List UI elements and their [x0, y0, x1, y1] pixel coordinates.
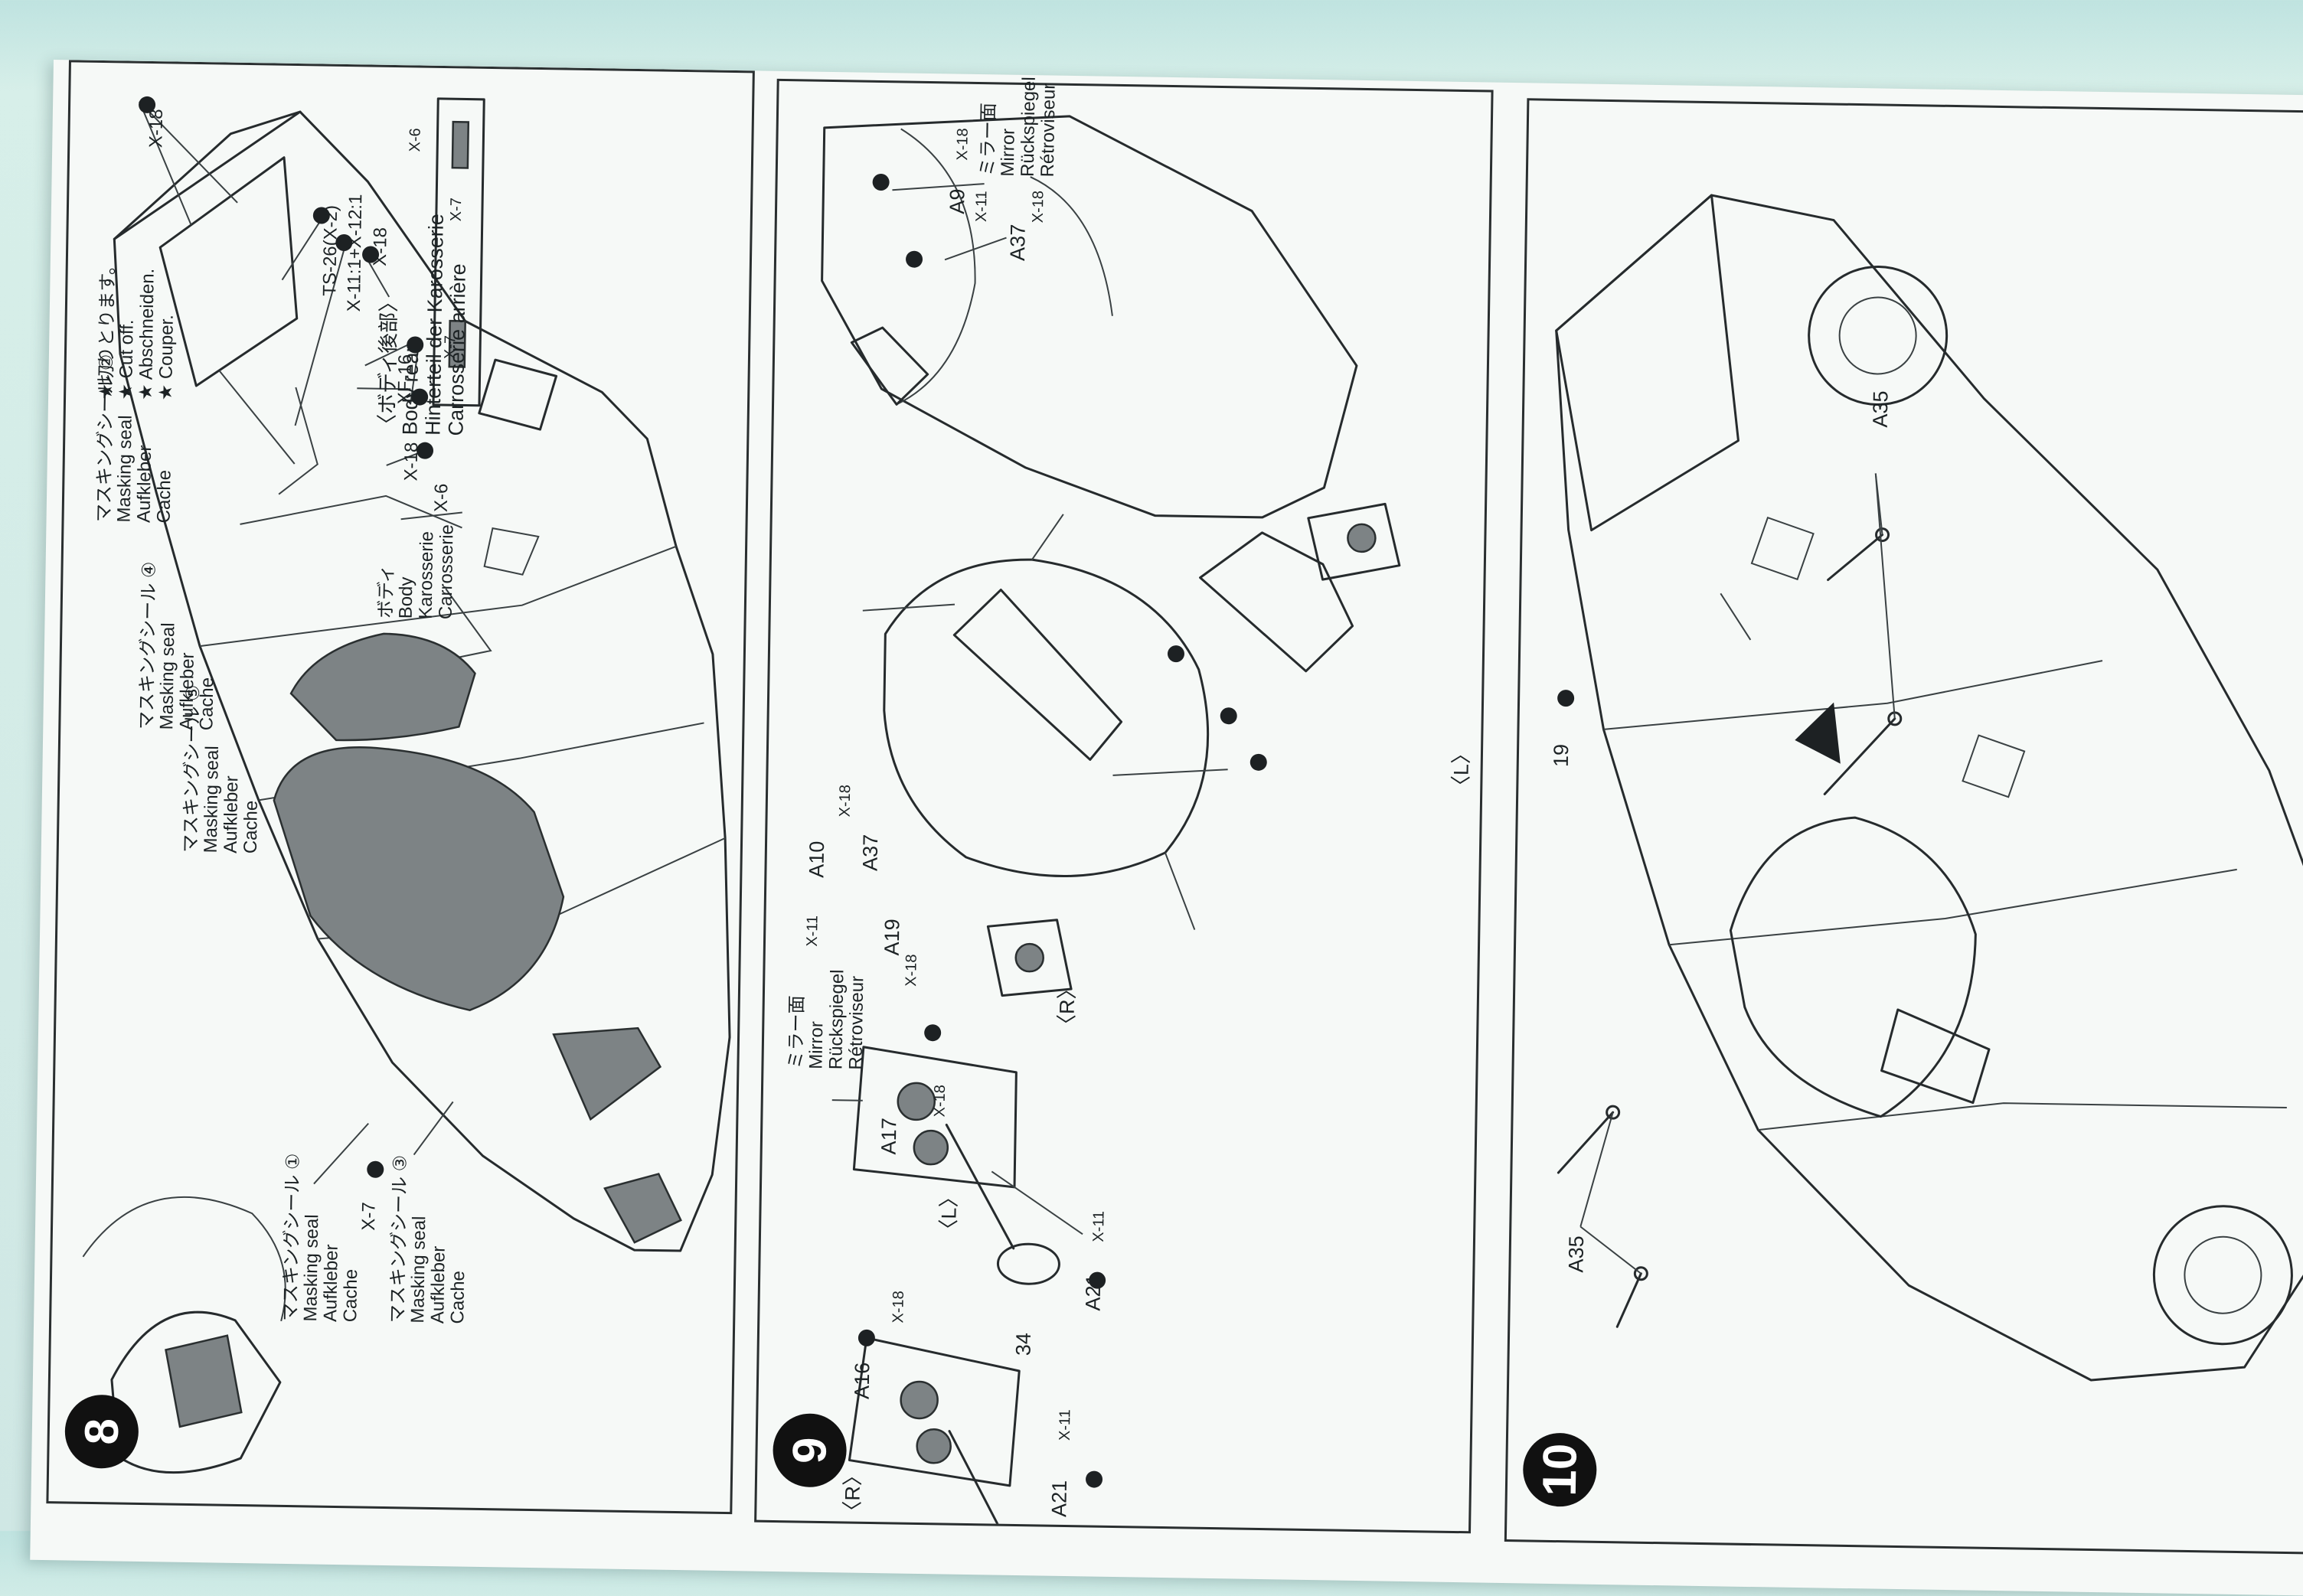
part-number-34: 34	[1011, 1332, 1036, 1356]
masking-seal-5-caption: マスキングシール ⑤ Masking seal Aufkleber Cache	[180, 684, 262, 854]
part-label-a35: A35	[1868, 390, 1893, 428]
part-label-a21: A21	[1047, 1480, 1072, 1518]
paint-label: X-18	[836, 784, 854, 818]
step-8-panel: 8 X-18 TS-26(X-2) X-11:1+X-12:1 X-18 〈ボデ…	[46, 60, 755, 1515]
paint-label: X-11	[1056, 1409, 1074, 1441]
paint-label: X-18	[400, 442, 423, 481]
body-rear-caption: 〈ボディ後部〉 Body rear Hinterteil der Karosse…	[375, 214, 470, 436]
paint-label: X-7	[447, 197, 466, 222]
part-label-a37: A37	[858, 834, 883, 872]
step-10-panel: 10 A35 A35 19	[1504, 98, 2303, 1555]
part-label-a10: A10	[805, 840, 829, 879]
paint-label: X-18	[931, 1084, 949, 1118]
step-9-panel: 9 A9 X-18 X-11 ミラー面 Mirror Rückspiegel R…	[754, 77, 1494, 1534]
side-label-right: 〈R〉	[1055, 978, 1080, 1036]
part-label-a19: A19	[880, 919, 904, 956]
paint-label: X-18	[890, 1291, 907, 1323]
side-label-left: 〈L〉	[936, 1186, 962, 1240]
paint-label: X-18	[903, 954, 920, 987]
part-label-a9: A9	[945, 188, 969, 214]
part-label-a17: A17	[877, 1118, 901, 1155]
part-number-19: 19	[1549, 743, 1573, 768]
paint-label: X-11	[1089, 1210, 1108, 1242]
masking-seal-2-caption: マスキングシール ② Masking seal Aufkleber Cache	[93, 354, 175, 524]
paint-label: X-11	[972, 191, 991, 223]
paint-label: TS-26(X-2)	[319, 204, 342, 296]
side-label-left: 〈L〉	[1449, 743, 1474, 797]
part-label-a21: A21	[1081, 1274, 1106, 1311]
paint-label: X-18	[145, 109, 168, 149]
part-label-a16: A16	[850, 1362, 874, 1400]
side-label-right: 〈R〉	[841, 1464, 865, 1522]
paint-label: X-18	[1029, 190, 1047, 224]
paint-label: X-6	[430, 483, 452, 513]
paint-label: X-11	[803, 915, 822, 947]
paint-label: X-6	[407, 128, 424, 152]
paint-label: X-7	[358, 1202, 380, 1231]
mirror-face-caption: ミラー面 Mirror Rückspiegel Rétroviseur	[786, 969, 868, 1070]
step-9-drawing	[821, 115, 1401, 1532]
masking-seal-3-caption: マスキングシール ③ Masking seal Aufkleber Cache	[387, 1154, 469, 1324]
paint-mix-label: X-11:1+X-12:1	[343, 194, 367, 312]
step-10-drawing	[1555, 194, 2303, 1382]
mirror-face-caption: ミラー面 Mirror Rückspiegel Rétroviseur	[977, 77, 1060, 178]
instruction-sheet: 8 X-18 TS-26(X-2) X-11:1+X-12:1 X-18 〈ボデ…	[30, 60, 2303, 1596]
paint-label: X-7	[441, 335, 459, 360]
masking-seal-1-caption: マスキングシール ① Masking seal Aufkleber Cache	[280, 1153, 362, 1323]
part-label-a37: A37	[1006, 224, 1030, 262]
part-label-a35: A35	[1564, 1235, 1589, 1273]
step-number-10: 10	[1522, 1432, 1598, 1507]
body-caption: ボディ Body Karosserie Carrosserie	[375, 524, 458, 620]
paint-label: XF-16	[394, 354, 416, 405]
paint-label: X-18	[954, 128, 972, 161]
step-8-drawing	[82, 96, 731, 1474]
